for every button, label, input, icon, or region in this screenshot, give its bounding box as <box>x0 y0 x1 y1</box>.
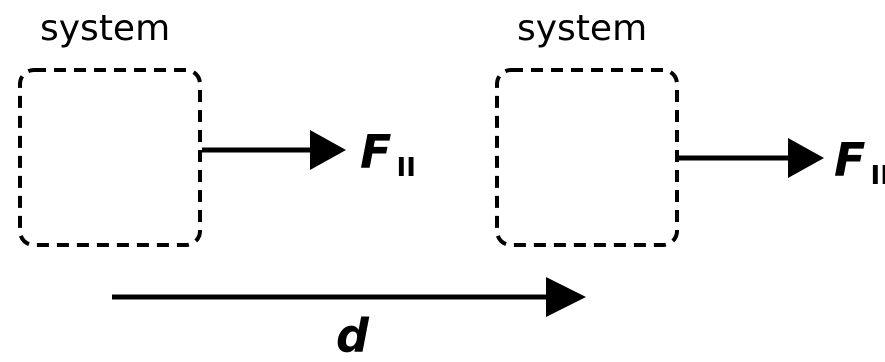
right-force-symbol: F <box>834 133 865 187</box>
right-force-label: F II <box>834 133 885 191</box>
displacement-label: d <box>336 309 370 362</box>
left-force-symbol: F <box>360 125 391 179</box>
right-system-box <box>495 68 679 247</box>
displacement: d <box>112 277 586 362</box>
left-force-label: F II <box>360 125 416 183</box>
left-force-subscript: II <box>397 153 416 183</box>
left-system-label: system <box>40 8 170 49</box>
left-force-arrow <box>202 130 346 170</box>
right-force-arrow-head <box>788 138 824 178</box>
left-system: system F II <box>18 8 416 247</box>
right-force-subscript: II <box>871 161 885 191</box>
right-system-label: system <box>517 8 647 49</box>
right-system: system F II <box>495 8 885 247</box>
left-force-arrow-head <box>310 130 346 170</box>
left-system-box <box>18 68 202 247</box>
right-force-arrow <box>679 138 824 178</box>
displacement-arrow-head <box>546 277 586 317</box>
